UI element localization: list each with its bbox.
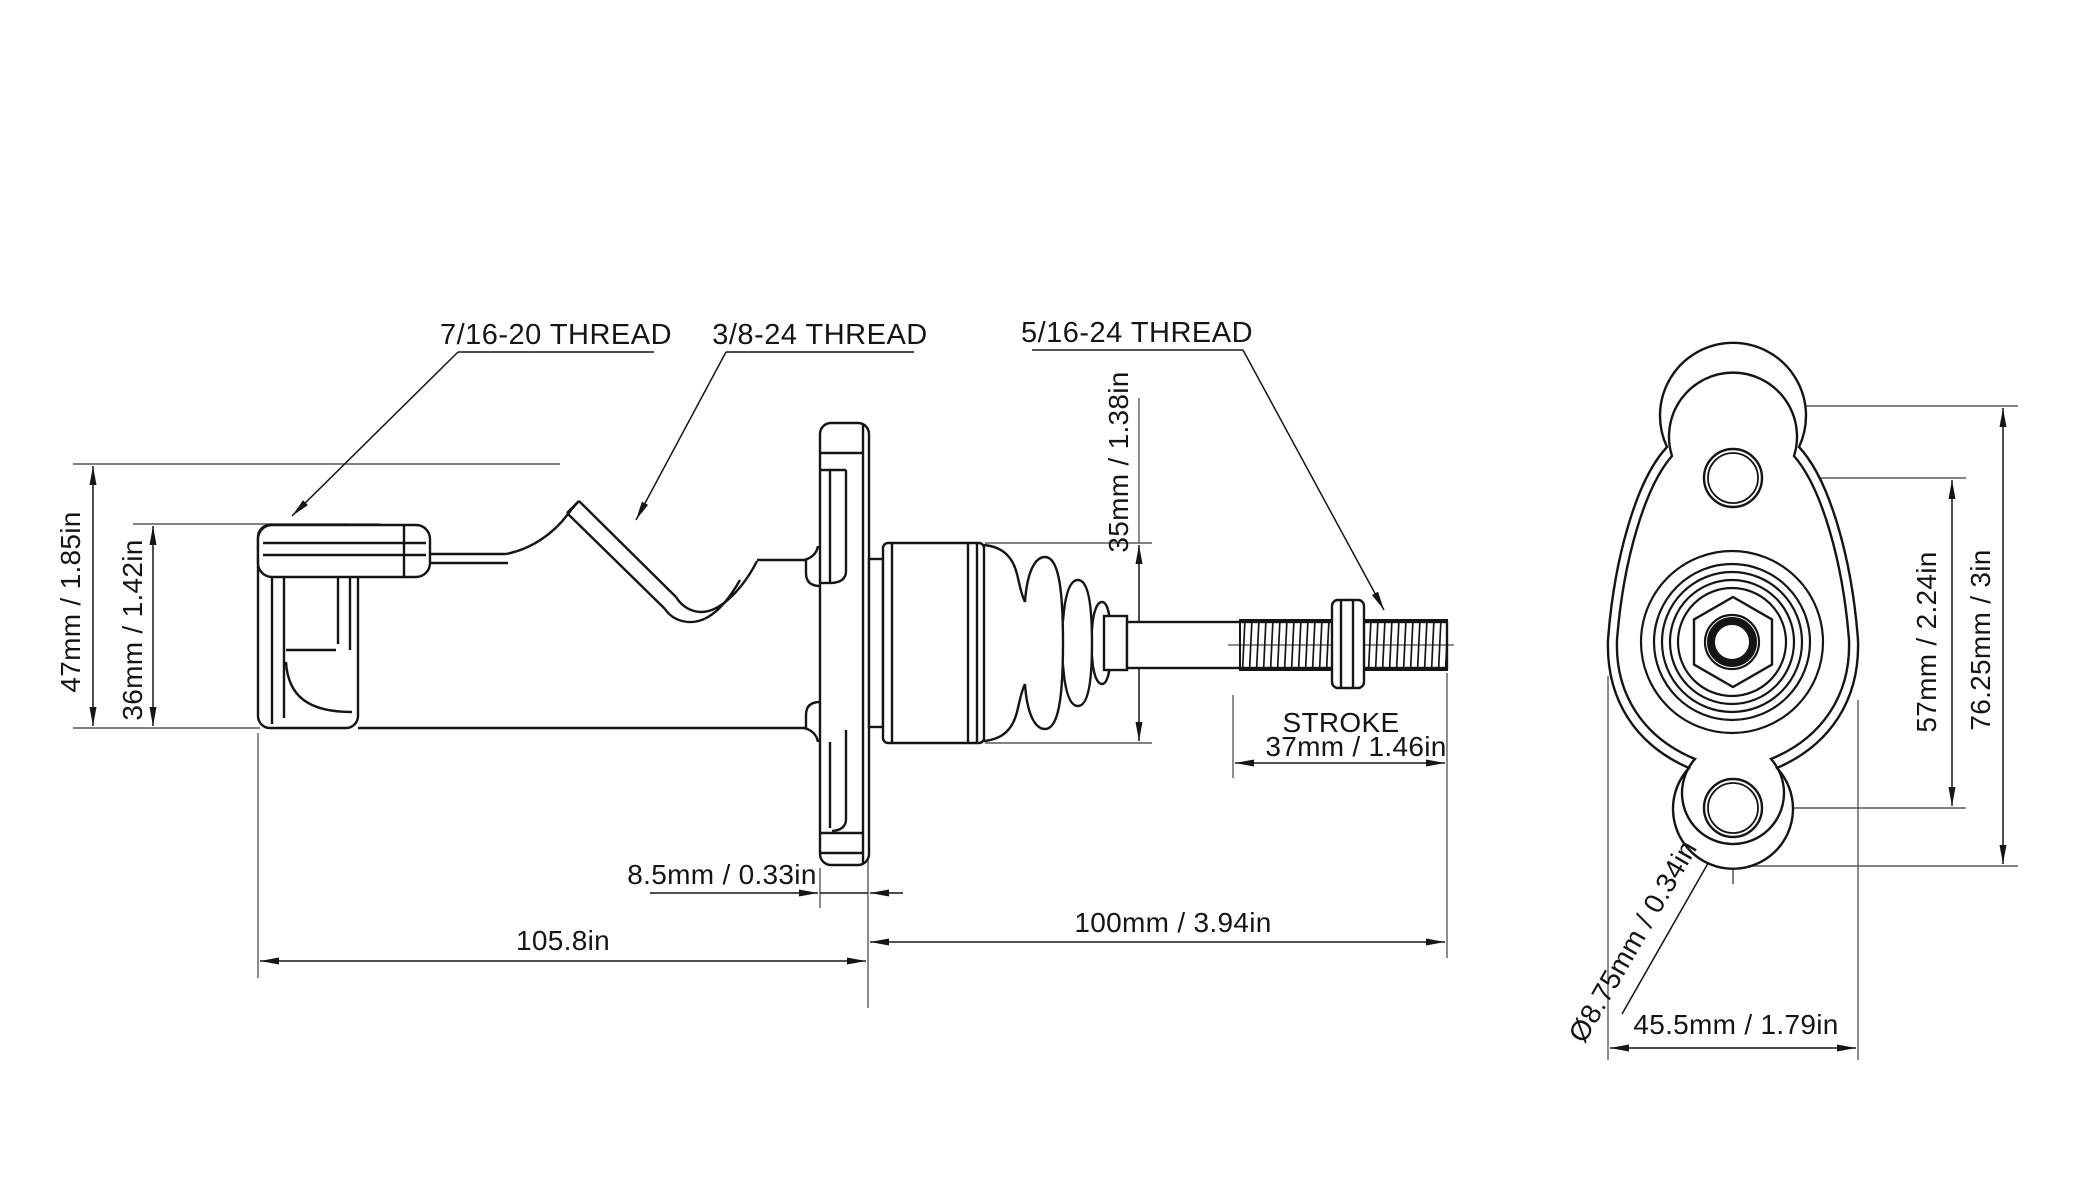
bore bbox=[1707, 617, 1757, 667]
dim-stroke-title: STROKE bbox=[1283, 707, 1400, 738]
dim-body-length: 105.8in bbox=[516, 925, 610, 956]
dim-flange-height: 76.25mm / 3in bbox=[1965, 549, 1996, 730]
label-pushrod-thread: 5/16-24 THREAD bbox=[1021, 317, 1253, 349]
gland-cylinder bbox=[881, 541, 986, 745]
jam-nut bbox=[1330, 598, 1366, 690]
dim-overall-height: 47mm / 1.85in bbox=[55, 511, 86, 692]
mounting-flange-side bbox=[818, 421, 871, 867]
thread-leaders bbox=[291, 349, 1385, 611]
dim-body-height: 36mm / 1.42in bbox=[117, 539, 148, 720]
boot-bellows bbox=[983, 543, 1113, 743]
label-port-thread: 3/8-24 THREAD bbox=[712, 319, 928, 351]
hex-nut-end bbox=[1692, 595, 1774, 689]
dim-stroke-value: 37mm / 1.46in bbox=[1265, 731, 1446, 762]
dim-rod-length: 100mm / 3.94in bbox=[1074, 907, 1271, 938]
dim-flange-thickness: 8.5mm / 0.33in bbox=[627, 859, 816, 890]
dim-flange-width: 45.5mm / 1.79in bbox=[1633, 1009, 1838, 1040]
label-banjo-thread: 7/16-20 THREAD bbox=[440, 319, 672, 351]
dim-hole-spacing: 57mm / 2.24in bbox=[1911, 551, 1942, 732]
boss-rings bbox=[1639, 549, 1825, 735]
mounting-hole-bottom bbox=[1702, 777, 1764, 839]
side-view: 7/16-20 THREAD 3/8-24 THREAD 5/16-24 THR… bbox=[55, 317, 1454, 1008]
flange-outline bbox=[1606, 341, 1860, 870]
end-view: 57mm / 2.24in 76.25mm / 3in 45.5mm / 1.7… bbox=[1563, 341, 2018, 1060]
boot-nose bbox=[1102, 614, 1129, 672]
dim-boot-diameter: 35mm / 1.38in bbox=[1103, 371, 1134, 552]
step-ring bbox=[867, 557, 885, 729]
cylinder-body-outline bbox=[256, 421, 1454, 867]
banjo-cap bbox=[256, 523, 432, 579]
mounting-hole-top bbox=[1702, 447, 1764, 509]
angled-port-spout bbox=[505, 500, 759, 624]
